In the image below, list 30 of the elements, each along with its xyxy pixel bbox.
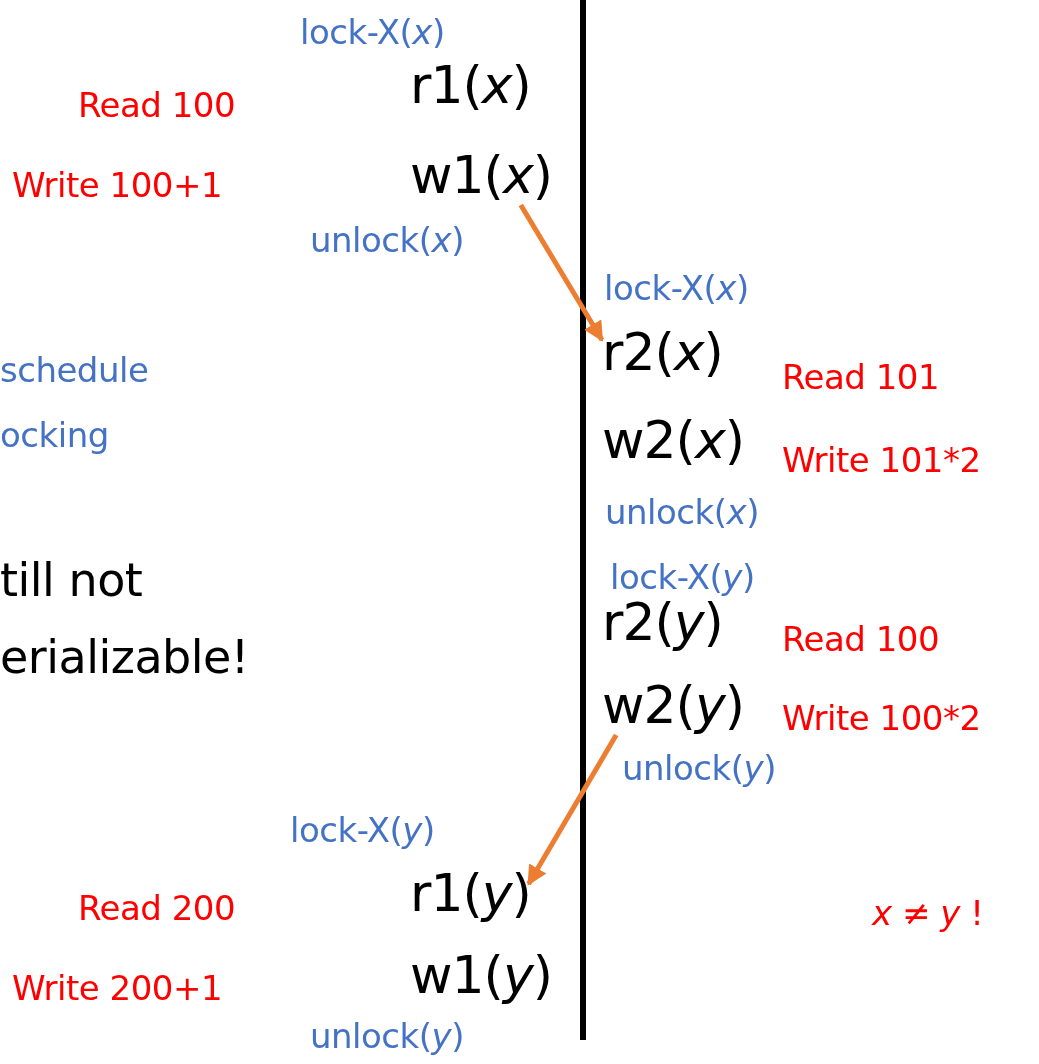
value-note: Read 101	[782, 357, 940, 397]
operation-text: r1(x)	[410, 55, 531, 115]
value-note: Write 200+1	[12, 968, 223, 1008]
arrow	[518, 203, 605, 342]
lock-note: lock-X(y)	[290, 810, 435, 850]
value-note: x ≠ y !	[872, 893, 984, 933]
value-note: Write 101*2	[782, 440, 981, 480]
arrow	[526, 733, 619, 886]
value-note: Read 100	[782, 619, 940, 659]
remark-text: till not	[0, 560, 143, 600]
lock-note: schedule	[0, 350, 149, 390]
lock-note: lock-X(y)	[610, 557, 755, 597]
operation-text: r2(x)	[602, 322, 723, 382]
operation-text: r1(y)	[410, 863, 531, 923]
lock-note: unlock(y)	[622, 748, 776, 788]
lock-note: unlock(x)	[310, 220, 464, 260]
value-note: Read 100	[78, 85, 236, 125]
lock-note: lock-X(x)	[300, 12, 445, 52]
lock-note: unlock(y)	[310, 1016, 464, 1056]
lock-note: ocking	[0, 415, 109, 455]
lock-note: lock-X(x)	[604, 268, 749, 308]
operation-text: w1(y)	[410, 945, 552, 1005]
operation-text: w1(x)	[410, 145, 552, 205]
operation-text: w2(x)	[602, 410, 744, 470]
remark-text: erializable!	[0, 637, 249, 677]
value-note: Write 100+1	[12, 165, 223, 205]
lock-note: unlock(x)	[605, 492, 759, 532]
value-note: Read 200	[78, 888, 236, 928]
value-note: Write 100*2	[782, 698, 981, 738]
operation-text: w2(y)	[602, 675, 744, 735]
